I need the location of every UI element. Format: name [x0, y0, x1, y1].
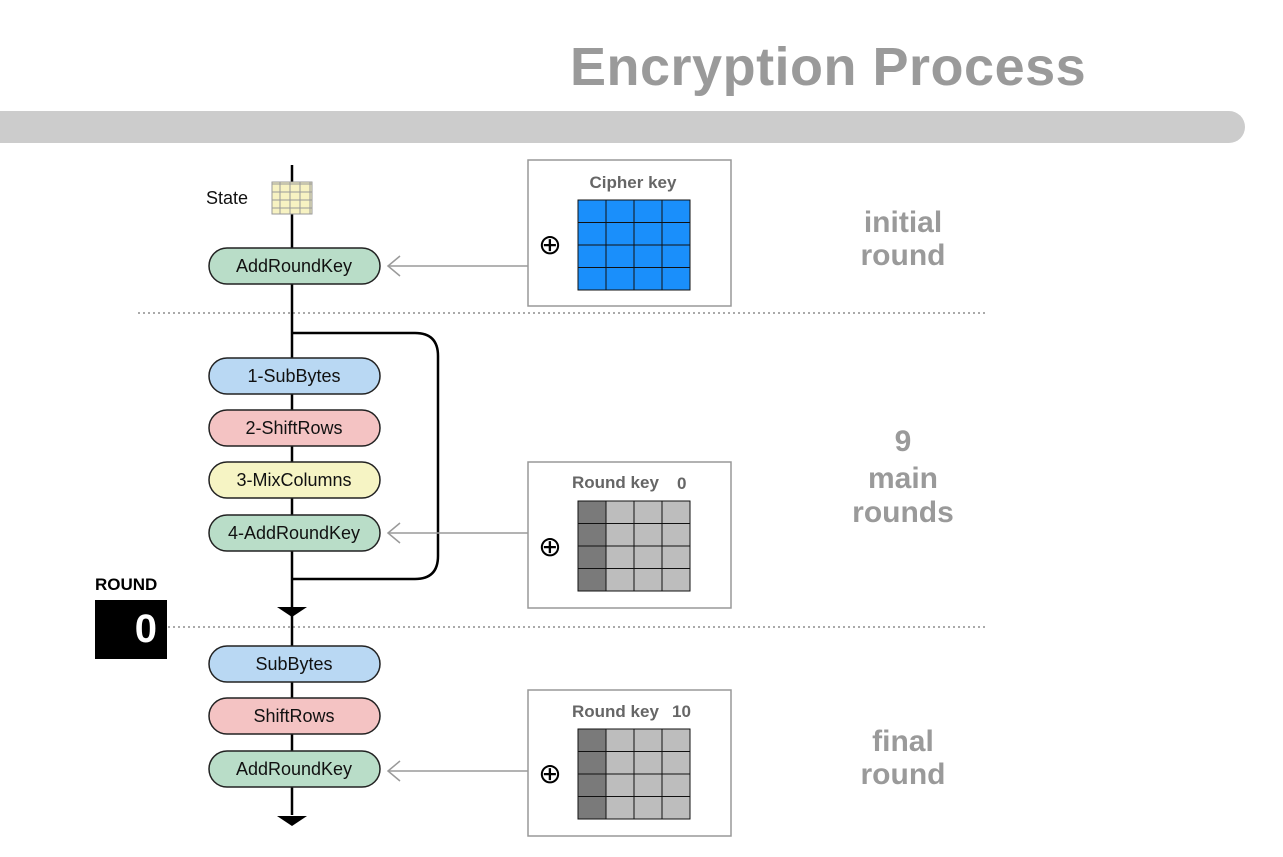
shiftrows-label: 2-ShiftRows	[245, 418, 342, 438]
main-rounds-label-line2: main	[868, 462, 938, 495]
final-shiftrows-pill	[208, 697, 381, 735]
key-grid-cell	[661, 773, 691, 797]
key-grid-cell	[633, 244, 663, 268]
key-grid-cell	[605, 773, 635, 797]
key-arrow	[386, 255, 528, 277]
key-grid-cell	[661, 523, 691, 547]
key-grid-cell	[577, 796, 607, 820]
subbytes-pill	[208, 357, 381, 395]
key-grid-cell	[661, 222, 691, 246]
key-grid-cell	[633, 199, 663, 223]
round-counter-label: ROUND	[95, 575, 158, 594]
key-grid-cell	[605, 568, 635, 592]
final-addroundkey-pill	[208, 750, 381, 788]
shiftrows-pill	[208, 409, 381, 447]
key-grid-cell	[605, 244, 635, 268]
key-grid-cell	[633, 222, 663, 246]
title-underline-bar	[0, 111, 1245, 143]
key-grid-cell	[661, 545, 691, 569]
key-grid-cell	[661, 751, 691, 775]
key-grid-cell	[577, 267, 607, 291]
key-grid-cell	[605, 199, 635, 223]
key-grid-cell	[605, 523, 635, 547]
key-arrow	[386, 760, 528, 782]
key-grid-cell	[577, 773, 607, 797]
subbytes-label: 1-SubBytes	[247, 366, 340, 386]
key-grid-cell	[577, 728, 607, 752]
key-grid-cell	[633, 267, 663, 291]
key-grid-cell	[661, 244, 691, 268]
initial-round-label-line2: round	[861, 239, 946, 272]
flow-arrowhead	[277, 816, 307, 826]
key-grid-cell	[605, 500, 635, 524]
key-grid-cell	[577, 751, 607, 775]
state-grid-icon	[271, 181, 313, 215]
key-grid-cell	[633, 728, 663, 752]
key-grid-cell	[577, 545, 607, 569]
page-title: Encryption Process	[570, 37, 1087, 97]
key-grid-cell	[661, 796, 691, 820]
key-grid-cell	[577, 568, 607, 592]
round-key-label: Round key	[572, 473, 659, 492]
key-grid-cell	[633, 568, 663, 592]
key-grid-cell	[633, 773, 663, 797]
initial-addroundkey-label: AddRoundKey	[236, 256, 352, 276]
mixcolumns-label: 3-MixColumns	[236, 470, 351, 490]
loop-path	[292, 331, 440, 581]
cipher-key-label: Cipher key	[590, 173, 677, 192]
key-grid-cell	[605, 751, 635, 775]
final-round-key-grid	[577, 728, 691, 820]
final-shiftrows-label: ShiftRows	[253, 706, 334, 726]
state-label: State	[206, 188, 248, 208]
initial-addroundkey-pill	[208, 247, 381, 285]
xor-icon: ⊕	[538, 758, 561, 789]
key-grid-cell	[661, 568, 691, 592]
key-grid-cell	[605, 728, 635, 752]
round-counter-value: 0	[95, 600, 167, 659]
cipher-key-grid	[577, 199, 691, 291]
final-round-key-number: 10	[672, 702, 691, 721]
addroundkey-label: 4-AddRoundKey	[228, 523, 360, 543]
key-grid-cell	[661, 267, 691, 291]
final-addroundkey-label: AddRoundKey	[236, 759, 352, 779]
key-grid-cell	[661, 728, 691, 752]
round-key-grid	[577, 500, 691, 592]
key-grid-cell	[633, 545, 663, 569]
key-grid-cell	[633, 500, 663, 524]
key-grid-cell	[661, 500, 691, 524]
key-grid-cell	[577, 222, 607, 246]
key-grid-cell	[661, 199, 691, 223]
key-grid-cell	[633, 796, 663, 820]
key-arrow	[386, 522, 528, 544]
xor-icon: ⊕	[538, 229, 561, 260]
mixcolumns-pill	[208, 461, 381, 499]
key-grid-cell	[577, 199, 607, 223]
final-round-label-line2: round	[861, 758, 946, 791]
key-grid-cell	[577, 523, 607, 547]
xor-icon: ⊕	[538, 531, 561, 562]
final-round-key-label: Round key	[572, 702, 659, 721]
final-subbytes-label: SubBytes	[255, 654, 332, 674]
main-rounds-label-line3: rounds	[852, 496, 954, 529]
key-grid-cell	[605, 267, 635, 291]
initial-round-label-line1: initial	[864, 206, 942, 239]
final-round-label-line1: final	[872, 725, 934, 758]
key-grid-cell	[577, 500, 607, 524]
key-grid-cell	[633, 523, 663, 547]
flow-arrowhead	[277, 607, 307, 617]
key-grid-cell	[605, 796, 635, 820]
final-subbytes-pill	[208, 645, 381, 683]
round-key-number: 0	[677, 474, 686, 493]
main-rounds-count: 9	[895, 425, 912, 458]
key-grid-cell	[577, 244, 607, 268]
key-grid-cell	[605, 545, 635, 569]
key-grid-cell	[633, 751, 663, 775]
addroundkey-pill	[208, 514, 381, 552]
key-grid-cell	[605, 222, 635, 246]
